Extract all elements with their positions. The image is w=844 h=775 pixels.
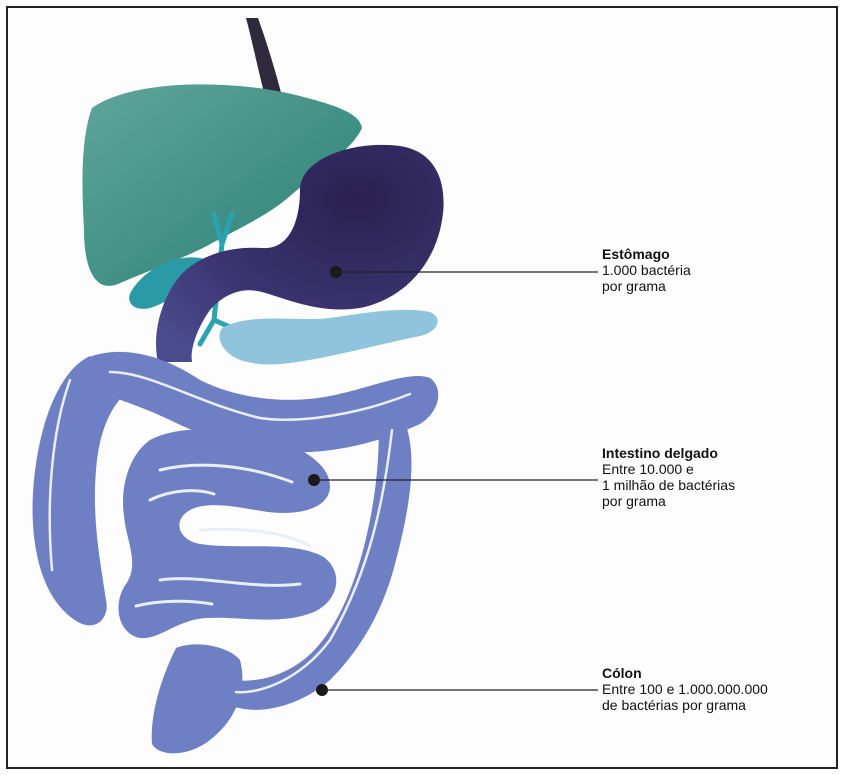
- colon-callout-line: Entre 100 e 1.000.000.000: [602, 681, 768, 697]
- small-intestine-callout-line: por grama: [602, 493, 735, 509]
- colon-callout-title: Cólon: [602, 665, 768, 681]
- stomach-callout-title: Estômago: [602, 246, 691, 262]
- small-intestine-callout-line: Entre 10.000 e: [602, 461, 735, 477]
- small-intestine-callout-title: Intestino delgado: [602, 445, 735, 461]
- colon-callout: Cólon Entre 100 e 1.000.000.000 de bacté…: [602, 665, 768, 713]
- rectum: [152, 644, 243, 753]
- small-intestine: [118, 429, 336, 638]
- small-intestine-callout: Intestino delgado Entre 10.000 e 1 milhã…: [602, 445, 735, 509]
- pancreas: [220, 310, 438, 365]
- stomach-callout-line: por grama: [602, 278, 691, 294]
- small-intestine-callout-line: 1 milhão de bactérias: [602, 477, 735, 493]
- stomach-callout-line: 1.000 bactéria: [602, 262, 691, 278]
- colon-callout-line: de bactérias por grama: [602, 697, 768, 713]
- stomach-callout: Estômago 1.000 bactéria por grama: [602, 246, 691, 294]
